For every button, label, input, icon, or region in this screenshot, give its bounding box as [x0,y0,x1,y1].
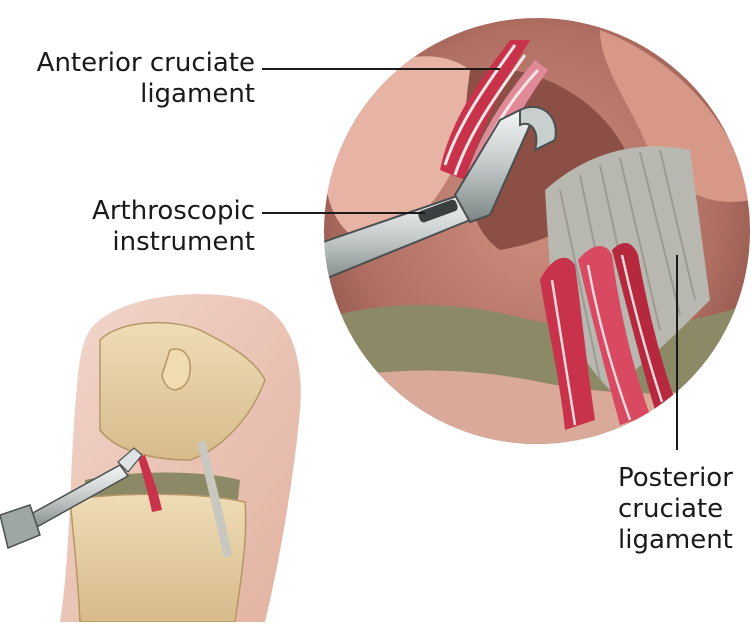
arthroscopic-label-line1: Arthroscopic [8,196,255,227]
arthroscopic-instrument-label: Arthroscopic instrument [8,196,255,258]
acl-label-line1: Anterior cruciate [8,48,255,79]
knee-overview-illustration [0,294,301,622]
pcl-label: Posterior cruciate ligament [618,463,748,556]
pcl-label-line2: cruciate [618,494,748,525]
arthroscopic-view-circle [300,18,752,460]
pcl-label-line1: Posterior [618,463,748,494]
pcl-label-line3: ligament [618,525,748,556]
arthroscopic-label-line2: instrument [8,227,255,258]
acl-label: Anterior cruciate ligament [8,48,255,110]
acl-label-line2: ligament [8,79,255,110]
